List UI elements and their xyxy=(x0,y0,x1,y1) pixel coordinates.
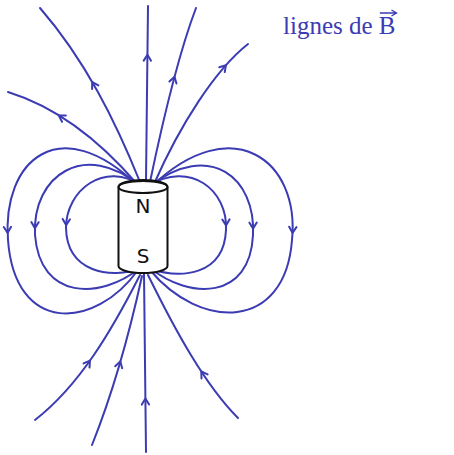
field-label: lignes de B xyxy=(283,12,396,40)
field-line xyxy=(154,44,248,184)
field-line xyxy=(146,6,148,180)
field-arrowhead xyxy=(84,361,90,368)
field-arrowhead xyxy=(144,55,151,61)
field-line xyxy=(8,92,137,184)
field-line xyxy=(150,8,196,182)
field-arrowhead xyxy=(219,65,226,72)
field-arrowhead xyxy=(92,82,98,89)
field-line xyxy=(40,8,140,182)
field-line xyxy=(148,275,238,418)
pole-letter: N xyxy=(136,196,151,216)
field-arrowhead xyxy=(249,223,256,229)
field-arrowhead xyxy=(63,219,70,225)
field-arrowhead xyxy=(4,227,11,233)
field-arrowhead xyxy=(201,371,207,378)
field-arrowhead xyxy=(59,116,66,122)
field-arrowhead xyxy=(289,227,296,233)
field-arrowhead xyxy=(169,77,176,84)
bar-magnet: NS xyxy=(117,180,169,274)
field-line xyxy=(150,148,293,312)
field-line xyxy=(144,274,146,452)
field-arrowhead xyxy=(31,222,38,228)
field-arrowhead xyxy=(222,219,229,225)
field-arrowhead xyxy=(142,399,149,405)
field-line xyxy=(92,276,142,445)
pole-letter: S xyxy=(137,246,150,266)
field-arrowhead xyxy=(115,361,122,368)
